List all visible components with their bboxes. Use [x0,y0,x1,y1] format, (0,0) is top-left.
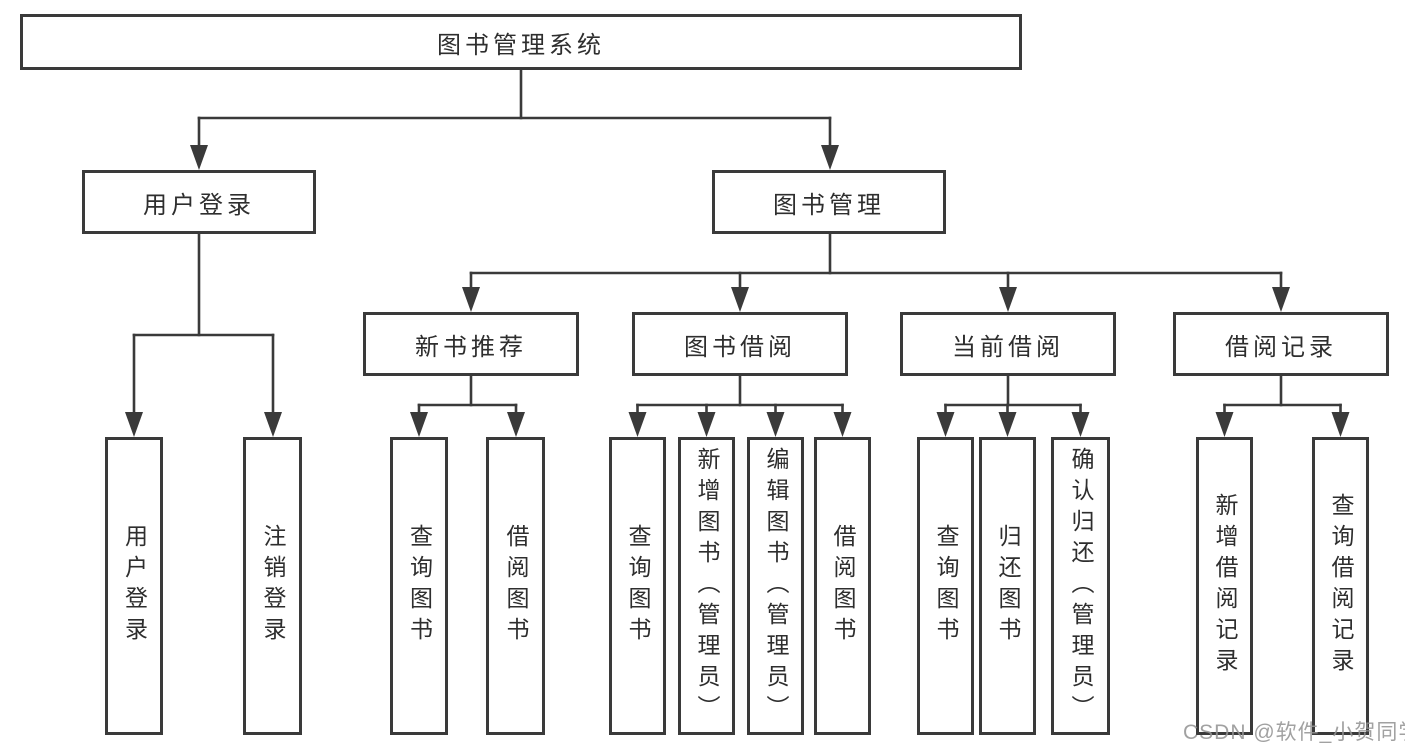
leaf-user-login-label: 用户登录 [121,524,148,648]
leaf-query-books-current-label: 查询图书 [933,524,959,648]
leaf-borrow-books-recommend: 借阅图书 [486,437,545,735]
node-new-books-label: 新书推荐 [415,333,527,361]
leaf-edit-book-admin: 编辑图书（管理员） [747,437,804,735]
node-borrow-records-label: 借阅记录 [1225,333,1337,361]
leaf-confirm-return-admin: 确认归还（管理员） [1051,437,1110,735]
node-current-borrowing: 当前借阅 [900,312,1116,376]
node-root-label: 图书管理系统 [437,31,605,59]
node-borrow-records: 借阅记录 [1173,312,1389,376]
node-book-management: 图书管理 [712,170,946,234]
leaf-borrow-books-recommend-label: 借阅图书 [503,524,529,648]
node-book-borrowing-label: 图书借阅 [684,333,796,361]
leaf-query-books-current: 查询图书 [917,437,974,735]
node-new-books: 新书推荐 [363,312,579,376]
leaf-query-books-borrowing-label: 查询图书 [625,524,651,648]
leaf-add-book-admin-label: 新增图书（管理员） [694,446,720,726]
leaf-add-book-admin: 新增图书（管理员） [678,437,735,735]
leaf-return-books-label: 归还图书 [995,524,1021,648]
node-user-login-label: 用户登录 [143,191,255,219]
leaf-borrow-books: 借阅图书 [814,437,871,735]
leaf-query-books-recommend: 查询图书 [390,437,448,735]
leaf-return-books: 归还图书 [979,437,1036,735]
node-root: 图书管理系统 [20,14,1022,70]
leaf-add-borrow-record: 新增借阅记录 [1196,437,1253,735]
leaf-query-books-borrowing: 查询图书 [609,437,666,735]
node-user-login: 用户登录 [82,170,316,234]
leaf-query-books-recommend-label: 查询图书 [406,524,433,648]
node-book-borrowing: 图书借阅 [632,312,848,376]
leaf-query-borrow-record-label: 查询借阅记录 [1328,493,1354,679]
leaf-add-borrow-record-label: 新增借阅记录 [1212,493,1238,679]
leaf-logout-label: 注销登录 [260,524,286,648]
node-current-borrowing-label: 当前借阅 [952,333,1064,361]
leaf-edit-book-admin-label: 编辑图书（管理员） [763,446,789,726]
leaf-confirm-return-admin-label: 确认归还（管理员） [1068,446,1094,726]
leaf-user-login: 用户登录 [105,437,163,735]
node-book-management-label: 图书管理 [773,191,885,219]
leaf-query-borrow-record: 查询借阅记录 [1312,437,1369,735]
leaf-borrow-books-label: 借阅图书 [830,524,856,648]
watermark: CSDN @软件_小贺同学 [1183,721,1405,744]
leaf-logout: 注销登录 [243,437,302,735]
